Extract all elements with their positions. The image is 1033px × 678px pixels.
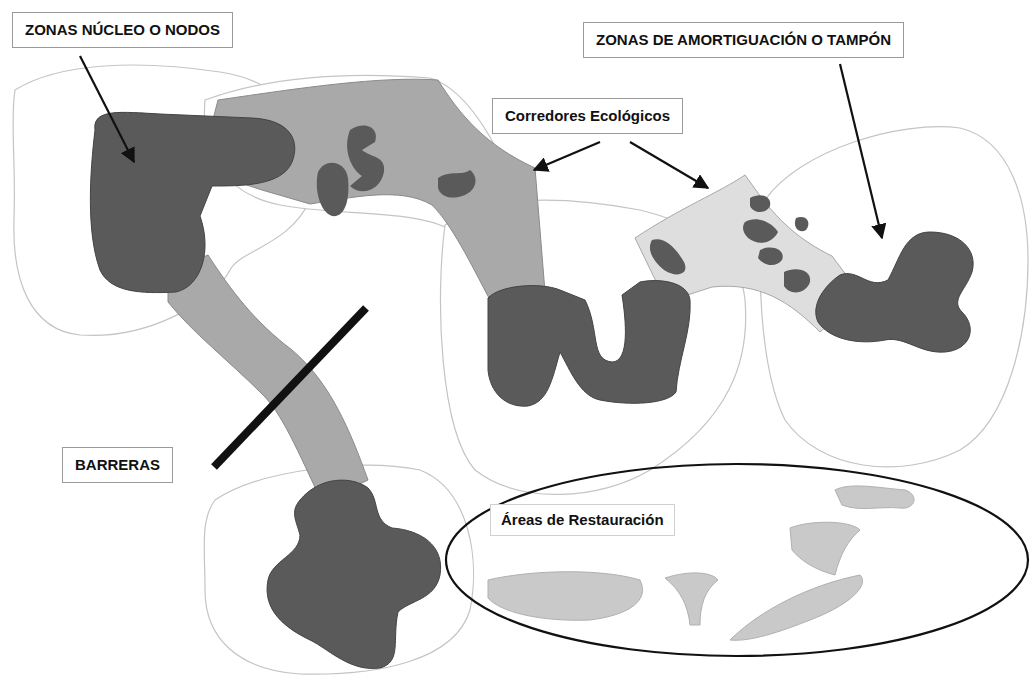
label-text: BARRERAS	[75, 456, 160, 474]
buffer-zones	[13, 65, 1028, 674]
label-text: ZONAS DE AMORTIGUACIÓN O TAMPÓN	[596, 31, 891, 49]
core-zone-label: ZONAS NÚCLEO O NODOS	[12, 12, 233, 48]
label-text: Corredores Ecológicos	[505, 107, 670, 125]
restoration-ellipse	[444, 462, 1030, 658]
area-label: Áreas de Restauración	[501, 511, 664, 529]
corridor-fragments	[317, 126, 810, 293]
barrier-label: BARRERAS	[62, 447, 173, 483]
core-zones	[90, 112, 973, 668]
leader-arrows	[80, 56, 882, 238]
buffer-zone-label: ZONAS DE AMORTIGUACIÓN O TAMPÓN	[583, 22, 904, 58]
label-patch: Áreas de Restauración	[490, 504, 675, 536]
barrier-line	[214, 308, 366, 467]
ellipse-outline	[446, 464, 1028, 656]
restoration-area: Áreas de Restauración	[444, 462, 1030, 658]
corridor-label: Corredores Ecológicos	[492, 98, 683, 134]
label-text: ZONAS NÚCLEO O NODOS	[25, 21, 220, 39]
restoration-patches	[488, 486, 914, 640]
